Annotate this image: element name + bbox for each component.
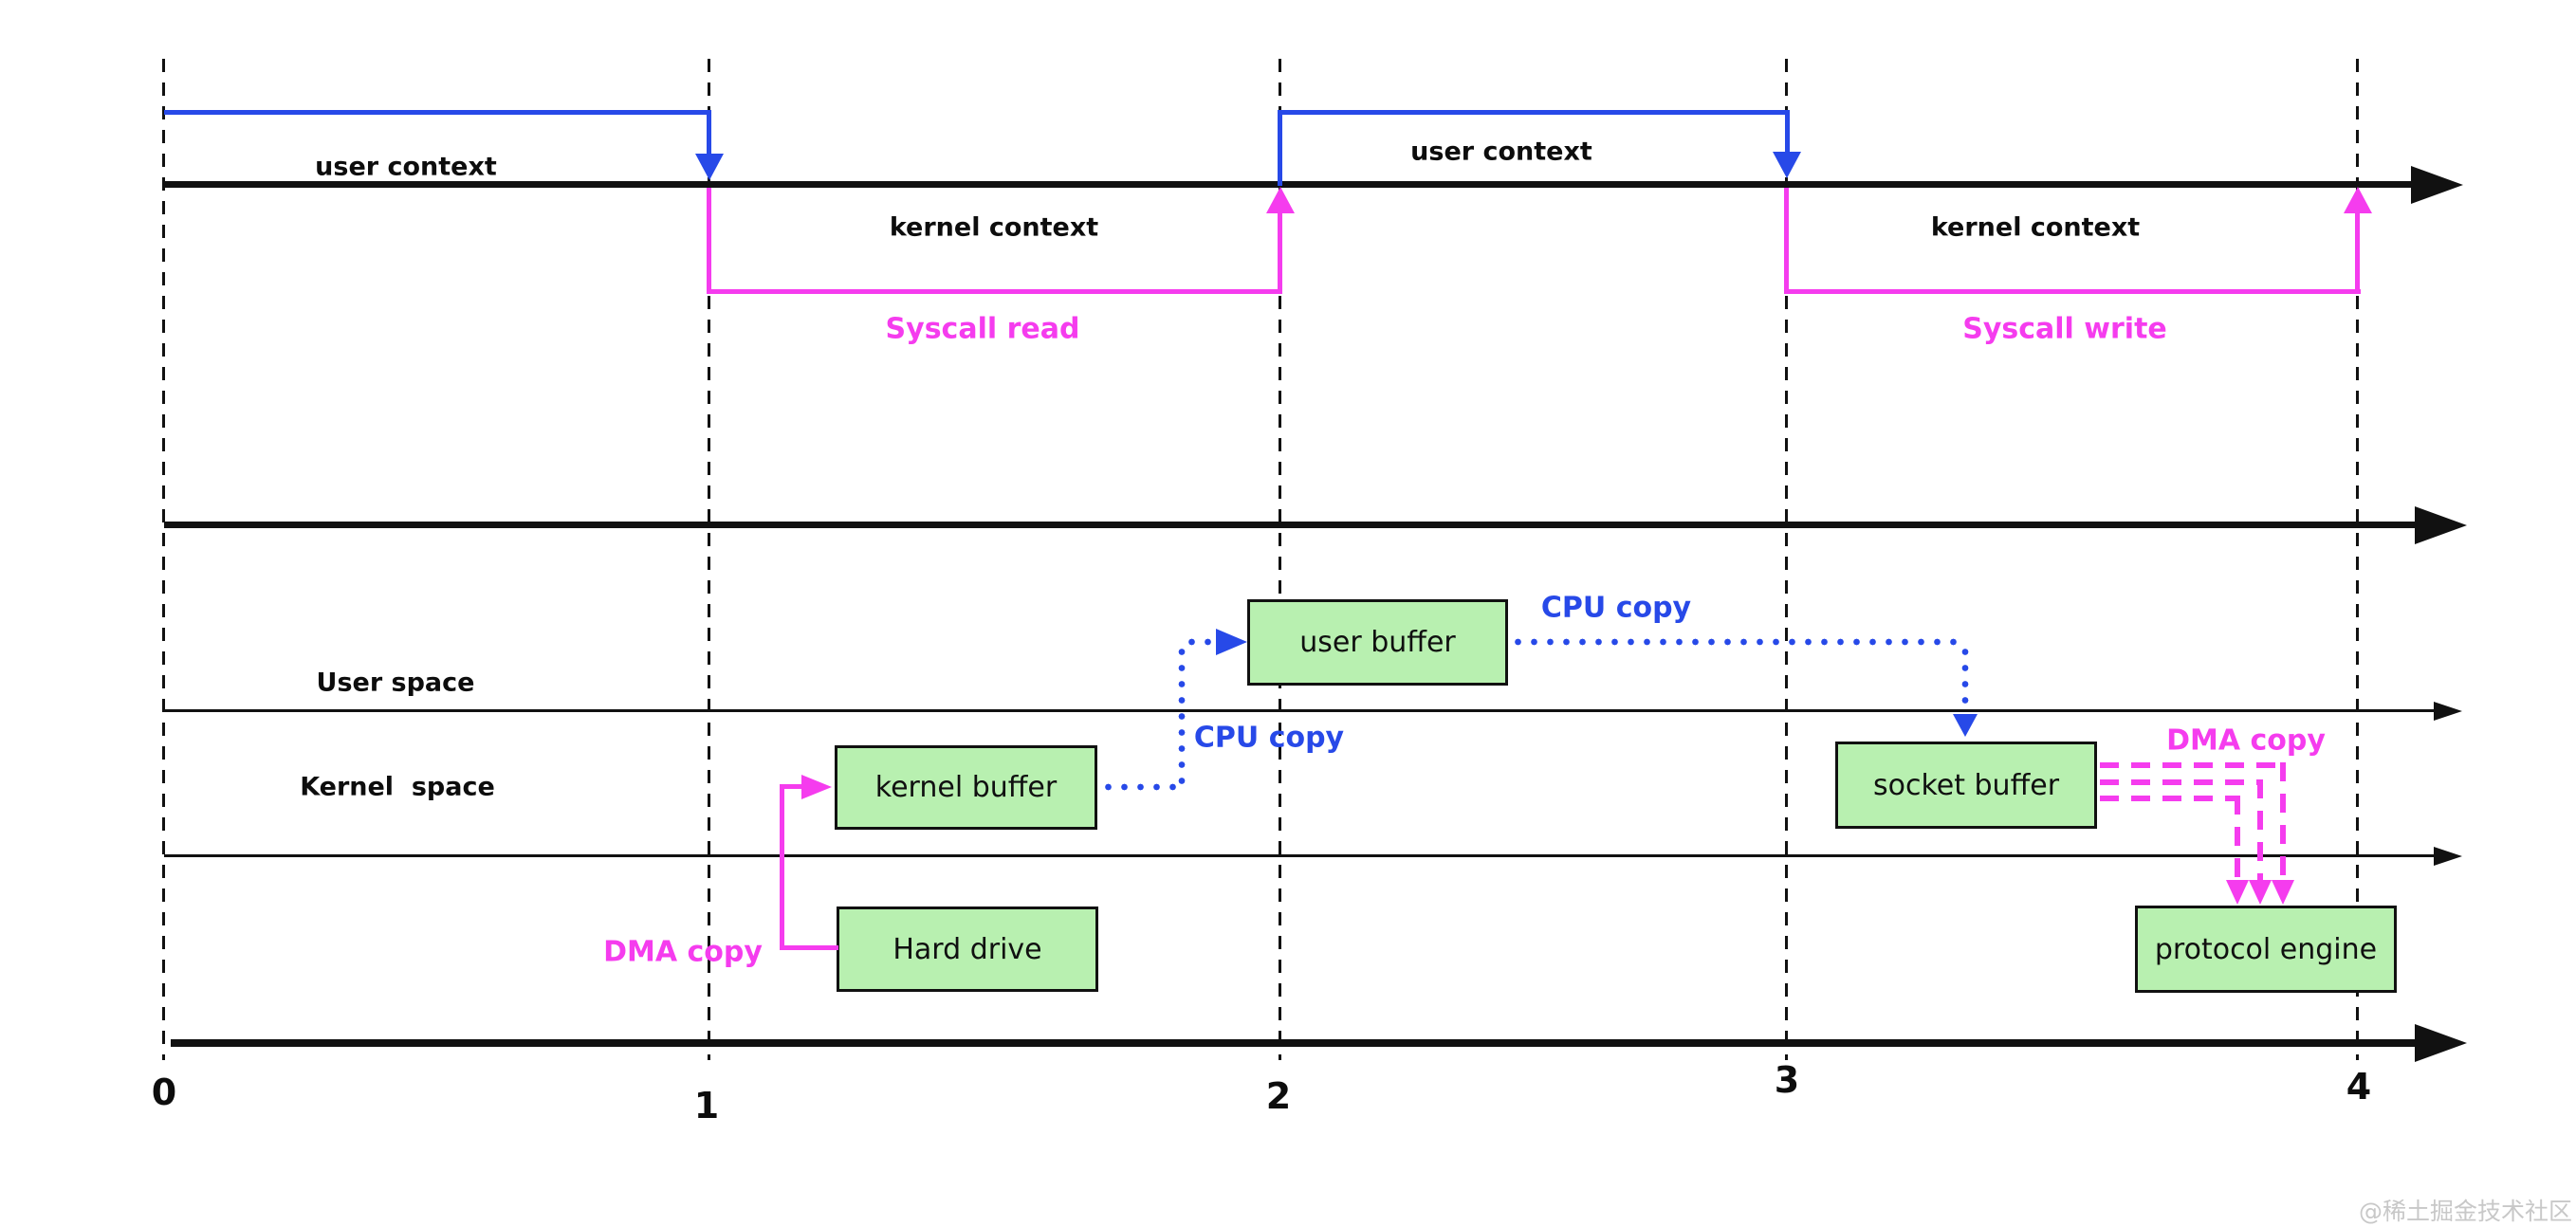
cpu-copy-kernel-horizontal (1100, 783, 1181, 791)
watermark-text: @稀土掘金技术社区 (2358, 1198, 2572, 1225)
cpu-copy-user-arrowhead (1953, 714, 1978, 737)
axis-tick-2: 2 (1265, 1075, 1292, 1117)
dma-read-bottom-segment (780, 945, 838, 950)
kernel-context-rise-1 (1278, 212, 1282, 292)
user-context-drop-2 (1785, 110, 1790, 154)
user-buffer-label: user buffer (1299, 626, 1456, 659)
dashed-gridline-1 (708, 59, 710, 1060)
axis-tick-4: 4 (2346, 1066, 2372, 1108)
kernel-to-user-arrowhead-2 (2344, 187, 2372, 213)
bottom-timeline (171, 1039, 2415, 1047)
context-timeline-arrowhead (2411, 166, 2463, 204)
socket-buffer-box: socket buffer (1835, 742, 2097, 829)
kernel-space-label: Kernel space (300, 772, 495, 802)
dma-read-arrowhead (801, 775, 832, 799)
hard-drive-box: Hard drive (837, 907, 1098, 992)
syscall-read-label: Syscall read (885, 312, 1080, 346)
kernel-hardware-boundary-line (164, 854, 2434, 857)
user-kernel-boundary-arrowhead (2434, 702, 2462, 721)
user-context-rise-2 (1278, 110, 1282, 186)
cpu-copy-kernel-arrowhead (1216, 629, 1247, 655)
kernel-context-label-1: kernel context (889, 212, 1099, 243)
kernel-context-drop-2 (1784, 188, 1789, 292)
kernel-context-drop-1 (707, 188, 711, 292)
axis-tick-1: 1 (693, 1085, 720, 1126)
user-buffer-box: user buffer (1247, 599, 1508, 686)
user-context-label-1: user context (315, 152, 497, 182)
cpu-copy-kernel-label: CPU copy (1193, 721, 1345, 755)
dma-read-top-segment (780, 784, 806, 789)
kernel-to-user-arrowhead-1 (1266, 187, 1295, 213)
bottom-timeline-arrowhead (2415, 1024, 2467, 1062)
kernel-context-line-2 (1784, 289, 2361, 294)
kernel-buffer-box: kernel buffer (835, 745, 1097, 830)
kernel-hardware-boundary-arrowhead (2434, 847, 2462, 866)
dma-write-arrowhead-1 (2272, 880, 2294, 905)
dma-write-horizontal-1 (2100, 762, 2286, 768)
dma-write-vertical-1 (2280, 762, 2286, 884)
user-context-drop-1 (707, 110, 711, 157)
context-timeline (164, 181, 2411, 188)
dma-write-arrowhead-3 (2226, 880, 2249, 905)
dashed-gridline-4 (2356, 59, 2359, 1060)
hard-drive-label: Hard drive (892, 932, 1042, 966)
dma-copy-write-label: DMA copy (2166, 723, 2326, 758)
dma-write-vertical-2 (2257, 779, 2263, 884)
kernel-context-label-2: kernel context (1930, 212, 2141, 243)
user-context-line-2 (1278, 110, 1790, 115)
user-kernel-boundary-line (164, 709, 2434, 712)
cpu-copy-kernel-vertical (1178, 644, 1186, 786)
user-context-label-2: user context (1410, 137, 1592, 167)
dashed-gridline-0 (162, 59, 165, 1060)
dma-write-arrowhead-2 (2249, 880, 2272, 905)
dashed-gridline-2 (1279, 59, 1281, 1060)
kernel-buffer-label: kernel buffer (874, 771, 1058, 804)
protocol-engine-label: protocol engine (2154, 932, 2378, 966)
middle-timeline (164, 522, 2415, 528)
dma-read-vertical-segment (780, 784, 784, 950)
kernel-context-line-1 (707, 289, 1282, 294)
dma-write-horizontal-2 (2100, 779, 2263, 785)
cpu-copy-kernel-top-horizontal (1184, 638, 1220, 646)
middle-timeline-arrowhead (2415, 506, 2467, 544)
dashed-gridline-3 (1785, 59, 1788, 1060)
user-space-label: User space (316, 668, 475, 698)
dma-write-horizontal-3 (2100, 796, 2240, 801)
protocol-engine-box: protocol engine (2135, 906, 2397, 993)
user-to-kernel-arrowhead-2 (1773, 152, 1801, 178)
user-context-line-1 (164, 110, 711, 115)
dma-write-vertical-3 (2235, 796, 2240, 884)
cpu-copy-user-horizontal (1510, 638, 1965, 646)
cpu-copy-user-label: CPU copy (1540, 591, 1692, 625)
cpu-copy-user-vertical (1961, 644, 1969, 712)
syscall-write-label: Syscall write (1962, 312, 2167, 346)
socket-buffer-label: socket buffer (1872, 768, 2060, 802)
user-to-kernel-arrowhead-1 (695, 154, 724, 180)
axis-tick-0: 0 (151, 1071, 177, 1113)
axis-tick-3: 3 (1774, 1059, 1800, 1101)
kernel-context-rise-2 (2355, 212, 2360, 292)
dma-copy-read-label: DMA copy (603, 935, 763, 969)
